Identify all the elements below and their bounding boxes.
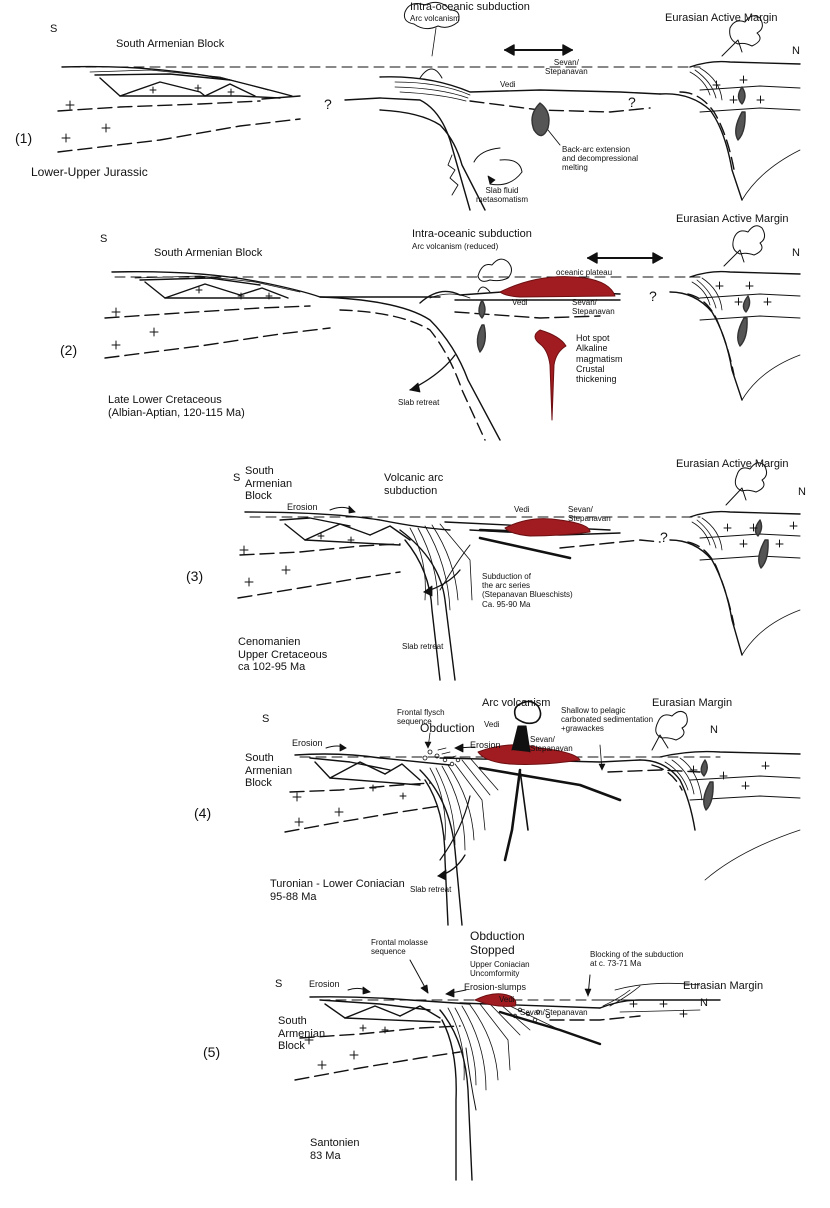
p3-block-label: South Armenian Block <box>245 465 292 503</box>
p2-hotspot-label: Hot spot Alkaline magmatism Crustal thic… <box>576 333 623 385</box>
p1-vedi-label: Vedi <box>500 80 516 89</box>
p1-backarc-label: Back-arc extension and decompressional m… <box>562 145 638 173</box>
p3-subduction-title: Volcanic arc subduction <box>384 472 443 497</box>
p3-unknown-mark: ? <box>660 529 668 545</box>
p5-panel-number: (5) <box>203 1044 220 1060</box>
p2-subduction-sub: Arc volcanism (reduced) <box>412 242 498 251</box>
p2-south-label: S <box>100 233 107 246</box>
p3-north-label: N <box>798 486 806 499</box>
p2-vedi-label: Vedi <box>512 298 528 307</box>
p2-plateau-label: oceanic plateau <box>556 268 612 277</box>
p4-slab-retreat-label: Slab retreat <box>410 885 451 894</box>
p2-subduction-title: Intra-oceanic subduction <box>412 228 532 241</box>
p5-margin-label: Eurasian Margin <box>683 980 763 993</box>
p1-unknown-mark-2: ? <box>628 94 636 110</box>
p1-panel-number: (1) <box>15 130 32 146</box>
p4-erosion-mid-label: Erosion <box>470 740 501 750</box>
p3-erosion-label: Erosion <box>287 502 318 512</box>
p1-sevan-label: Sevan/ Stepanavan <box>545 58 588 76</box>
p5-erosion-slumps-label: Erosion-slumps <box>464 982 526 992</box>
p1-subduction-sub: Arc volcanism <box>410 14 460 23</box>
p5-north-label: N <box>700 997 708 1010</box>
p2-margin-label: Eurasian Active Margin <box>676 213 789 226</box>
p4-north-label: N <box>710 724 718 737</box>
p3-south-label: S <box>233 472 240 485</box>
p1-block-label: South Armenian Block <box>116 38 224 51</box>
p3-arc-series-label: Subduction of the arc series (Stepanavan… <box>482 572 573 609</box>
p4-shallow-sedimentation-label: Shallow to pelagic carbonated sedimentat… <box>561 706 653 734</box>
p5-sevan-label: Sevan/Stepanavan <box>520 1008 588 1017</box>
p4-arc-volcanism-label: Arc volcanism <box>482 697 550 710</box>
p4-erosion-left-label: Erosion <box>292 738 323 748</box>
p3-slab-retreat-label: Slab retreat <box>402 642 443 651</box>
p1-margin-label: Eurasian Active Margin <box>665 12 778 25</box>
p2-block-label: South Armenian Block <box>154 247 262 260</box>
p5-block-label: South Armenian Block <box>278 1015 325 1053</box>
p1-unknown-mark-1: ? <box>324 96 332 112</box>
p5-obduction-stopped-label: Obduction Stopped <box>470 930 525 958</box>
p3-margin-label: Eurasian Active Margin <box>676 458 789 471</box>
p4-south-label: S <box>262 713 269 726</box>
p4-block-label: South Armenian Block <box>245 752 292 790</box>
p4-vedi-label: Vedi <box>484 720 500 729</box>
p5-blocking-label: Blocking of the subduction at c. 73-71 M… <box>590 950 683 968</box>
panel-1-section <box>58 2 800 210</box>
p1-age-label: Lower-Upper Jurassic <box>31 166 148 180</box>
p5-age-label: Santonien 83 Ma <box>310 1137 360 1162</box>
p2-sevan-label: Sevan/ Stepanavan <box>572 298 615 316</box>
p4-margin-label: Eurasian Margin <box>652 697 732 710</box>
p4-sevan-label: Sevan/ Stepanavan <box>530 735 573 753</box>
p2-north-label: N <box>792 247 800 260</box>
p5-south-label: S <box>275 978 282 991</box>
p2-slab-retreat-label: Slab retreat <box>398 398 439 407</box>
p2-panel-number: (2) <box>60 342 77 358</box>
p1-slab-fluid-label: Slab fluid metasomatism <box>476 186 528 204</box>
p1-south-label: S <box>50 23 57 36</box>
p5-erosion-label: Erosion <box>309 979 340 989</box>
p5-vedi-label: Vedi <box>499 995 515 1004</box>
p4-panel-number: (4) <box>194 805 211 821</box>
p3-sevan-label: Sevan/ Stepanavan <box>568 505 611 523</box>
p4-obduction-label: Obduction <box>420 722 475 736</box>
p5-molasse-label: Frontal molasse sequence <box>371 938 428 956</box>
p4-age-label: Turonian - Lower Coniacian 95-88 Ma <box>270 878 405 903</box>
p2-age-label: Late Lower Cretaceous (Albian-Aptian, 12… <box>108 394 245 419</box>
p3-age-label: Cenomanien Upper Cretaceous ca 102-95 Ma <box>238 636 327 674</box>
p3-vedi-label: Vedi <box>514 505 530 514</box>
p2-unknown-mark: ? <box>649 288 657 304</box>
p1-subduction-title: Intra-oceanic subduction <box>410 1 530 14</box>
p1-north-label: N <box>792 45 800 58</box>
p5-unconformity-label: Upper Coniacian Uncomformity <box>470 960 530 978</box>
p3-panel-number: (3) <box>186 568 203 584</box>
